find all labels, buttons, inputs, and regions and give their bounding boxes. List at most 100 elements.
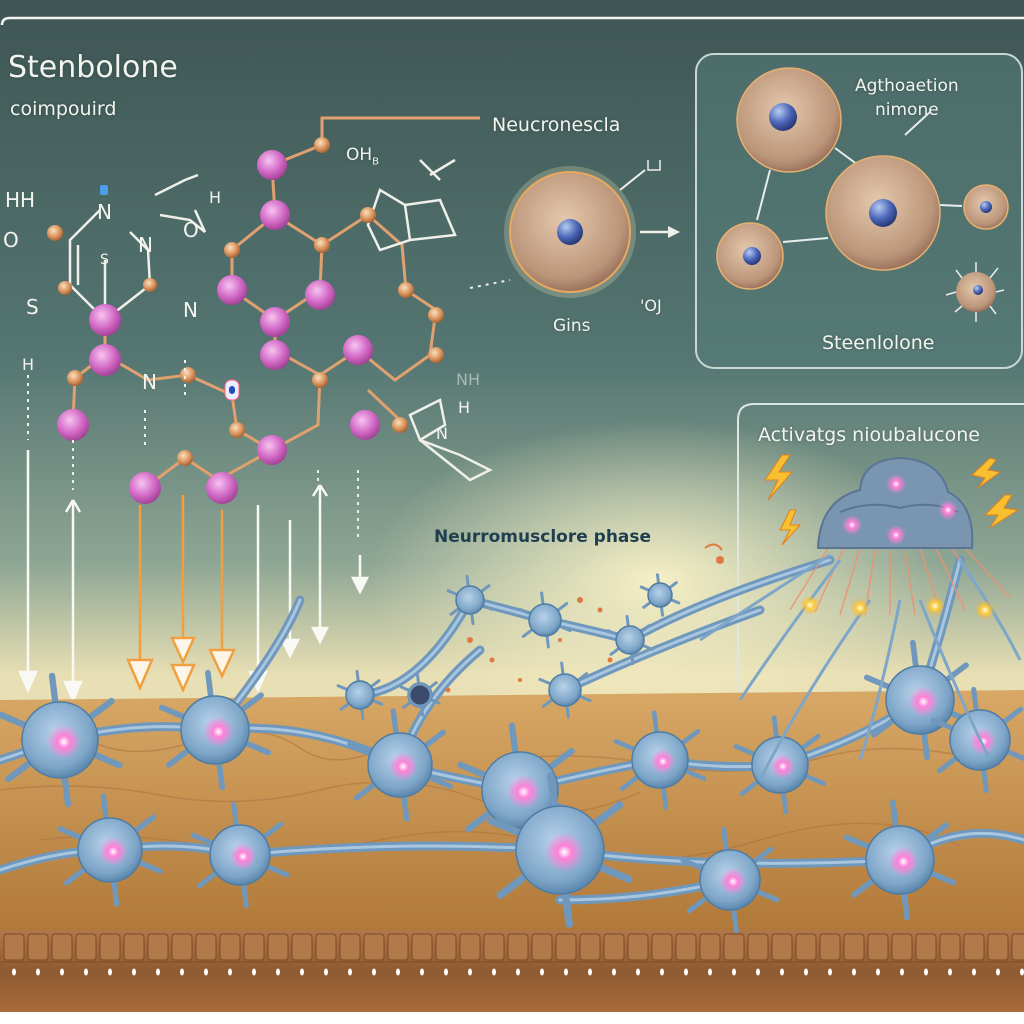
muscle-pore (948, 968, 952, 976)
neuron-glow (888, 846, 919, 877)
muscle-pore (900, 968, 904, 976)
pink-atom (260, 200, 290, 230)
muscle-segment (627, 933, 649, 961)
pink-atom (350, 410, 380, 440)
muscle-pore (36, 968, 40, 976)
orange-atom (398, 282, 414, 298)
cell-panel-bottom-label: Steenlolone (822, 332, 935, 354)
nucleus (980, 201, 992, 213)
neuron-glow (969, 728, 997, 755)
background-glow (260, 360, 980, 760)
pink-atom (217, 275, 247, 305)
orange-atom (314, 137, 330, 153)
neuron-glow (229, 843, 257, 870)
pink-atom (89, 344, 121, 376)
atom-n-mid: N (183, 298, 198, 322)
muscle-pore (132, 968, 136, 976)
muscle-segment (555, 933, 577, 961)
muscle-pore (876, 968, 880, 976)
muscle-pore (324, 968, 328, 976)
neuron-soma (548, 673, 582, 707)
muscle-pore (660, 968, 664, 976)
muscle-pore (924, 968, 928, 976)
pink-atom (260, 340, 290, 370)
muscle-segment (147, 933, 169, 961)
neuron-glow (908, 686, 939, 717)
orange-atom (312, 372, 328, 388)
muscle-segment (75, 933, 97, 961)
neuron (158, 669, 272, 791)
muscle-pore (84, 968, 88, 976)
molecule-white-bonds (68, 158, 493, 482)
neuron-glow (98, 837, 128, 866)
muscle-pore (276, 968, 280, 976)
pink-atom (257, 150, 287, 180)
page-subtitle: coimpouird (10, 98, 117, 120)
callout-line (619, 169, 646, 191)
pink-atom (257, 435, 287, 465)
muscle-segment (291, 933, 313, 961)
muscle-segment (867, 933, 889, 961)
orange-atom (428, 307, 444, 323)
pink-atoms (57, 150, 380, 504)
orange-atom (428, 347, 444, 363)
muscle-pore (372, 968, 376, 976)
axon-highlight (563, 608, 762, 692)
muscle-segment (363, 933, 385, 961)
bottom-margin (0, 1012, 1024, 1024)
callout-bracket (647, 160, 661, 171)
activation-panel-label: Activatgs nioubalucone (758, 424, 980, 446)
muscle-pore (588, 968, 592, 976)
muscle-pore (444, 968, 448, 976)
nucleus (743, 247, 761, 265)
cell-connectors (756, 111, 963, 243)
muscle-segment (3, 933, 25, 961)
muscle-segment (123, 933, 145, 961)
muscle-pore (396, 968, 400, 976)
neuron (347, 708, 453, 822)
orange-atom (360, 207, 376, 223)
muscle-segment (963, 933, 985, 961)
neuron-glow (544, 832, 585, 872)
synapse-node (407, 682, 433, 708)
orange-atom (47, 225, 63, 241)
neuron-glow (46, 724, 81, 760)
muscle-pore (348, 968, 352, 976)
neuron (639, 573, 681, 617)
panel-cells (716, 67, 1009, 322)
oj-label: 'OJ (640, 296, 662, 315)
muscle-segment (843, 933, 865, 961)
muscle-segment (939, 933, 961, 961)
neuron (863, 639, 977, 761)
muscle-segment (459, 933, 481, 961)
cell-panel-top-line2: nimone (875, 100, 939, 120)
neuron (538, 661, 592, 719)
muscle-segment (723, 933, 745, 961)
atom-nh: NH (456, 370, 480, 389)
nucleus (769, 103, 797, 131)
orange-atom (229, 422, 245, 438)
muscle-segment (915, 933, 937, 961)
activation-structure (699, 456, 1022, 781)
neuron-soma (647, 582, 673, 608)
muscle-pore (708, 968, 712, 976)
muscle-segment (27, 933, 49, 961)
muscle-pore (612, 968, 616, 976)
muscle-segment (171, 933, 193, 961)
orange-atom (67, 370, 83, 386)
muscle-pore (540, 968, 544, 976)
orange-atom (143, 278, 157, 292)
pink-atom (206, 472, 238, 504)
muscle-segment (51, 933, 73, 961)
orange-atom (177, 450, 193, 466)
gins-label: Gins (553, 316, 591, 336)
muscle-pore (516, 968, 520, 976)
neuron-soma (455, 585, 485, 615)
neuron-soma (528, 603, 562, 637)
neuron (190, 801, 290, 909)
muscle-segment (579, 933, 601, 961)
particle-ring (704, 543, 723, 551)
muscle-segment (603, 933, 625, 961)
